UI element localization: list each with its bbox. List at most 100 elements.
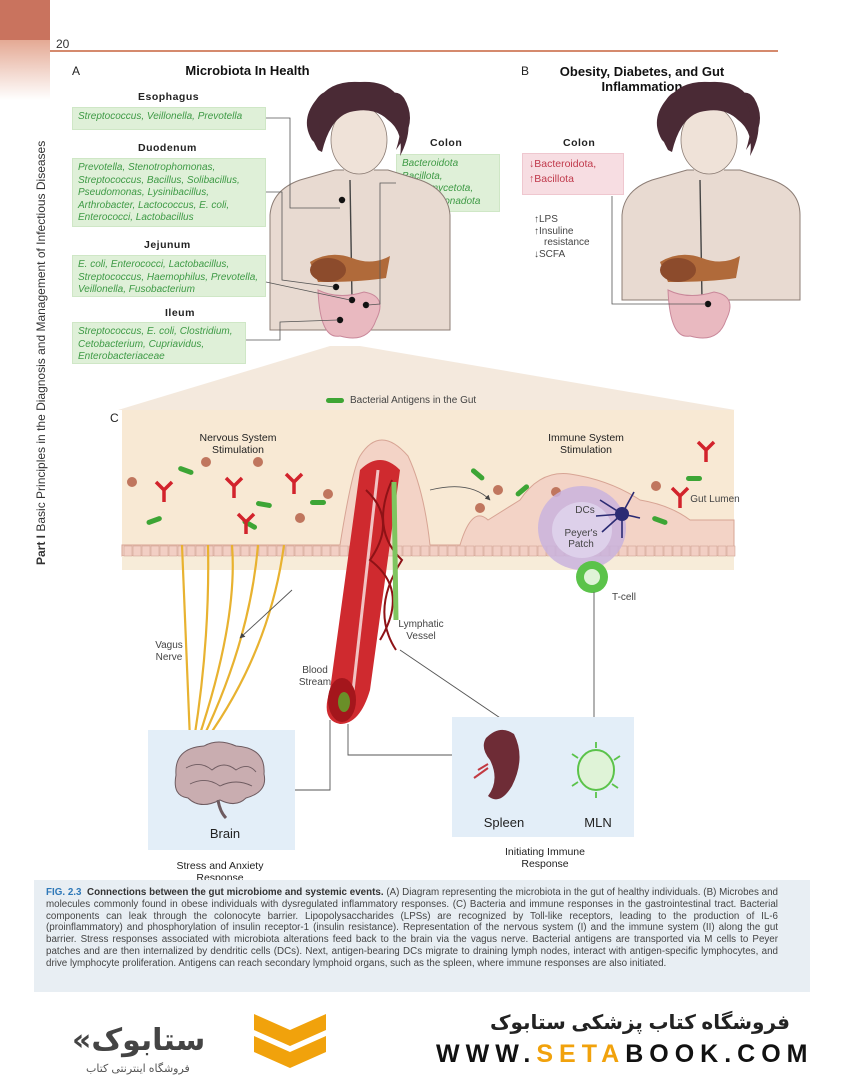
figure-number: FIG. 2.3 [46, 887, 82, 898]
corner-decoration [0, 0, 50, 40]
url-suffix: BOOK.COM [625, 1040, 814, 1068]
epithelial-cell [726, 545, 736, 557]
epithelial-cell [492, 545, 502, 557]
panel-b-letter: B [521, 64, 530, 78]
epithelial-cell [438, 545, 448, 557]
epithelial-cell [402, 545, 412, 557]
dendritic-cell [595, 491, 641, 538]
microbe-particle [201, 457, 211, 467]
epithelial-cell [123, 545, 133, 557]
epithelial-cell [717, 545, 727, 557]
woman-figure-b [621, 81, 801, 339]
lps-molecule [224, 476, 244, 498]
spleen-icon [473, 729, 520, 800]
epithelial-cell [510, 545, 520, 557]
epithelial-cell [654, 545, 664, 557]
epithelial-cell [141, 545, 151, 557]
page-number: 20 [56, 37, 70, 51]
brain-icon [174, 741, 266, 820]
epithelial-cell [627, 545, 637, 557]
jejunum-label: Jejunum [144, 239, 191, 251]
epithelial-cell [465, 545, 475, 557]
epithelial-cell [294, 545, 304, 557]
brain-label: Brain [209, 826, 241, 841]
epithelial-cell [276, 545, 286, 557]
panel-a-leader-lines [246, 117, 396, 341]
bacterial-antigen [515, 484, 530, 497]
bacterial-antigen [146, 516, 162, 525]
epithelial-cell [663, 545, 673, 557]
colon-changes-box: ↓Bacteroidota, ↑Bacillota [522, 153, 624, 195]
svg-text:«ستابوک: «ستابوک [72, 1023, 205, 1058]
microbe-particle [253, 457, 263, 467]
footer-logo-subtitle: فروشگاه اینترنتی کتاب [86, 1063, 190, 1075]
epithelial-cell [690, 545, 700, 557]
bacterial-antigen [470, 468, 485, 481]
lps-molecule [154, 480, 174, 502]
microbe-particle [323, 489, 333, 499]
blood-vessel [326, 460, 404, 724]
colon-change-1: ↓Bacteroidota, [529, 158, 597, 170]
effect-lps: ↑LPS [534, 214, 558, 225]
epithelial-cell [420, 545, 430, 557]
footer-store-name: فروشگاه کتاب پزشکی ستابوک [489, 1012, 790, 1034]
epithelial-cell [483, 545, 493, 557]
epithelial-cell [708, 545, 718, 557]
bacterial-antigen [686, 476, 702, 481]
epithelial-cell [303, 545, 313, 557]
zoom-fan [118, 346, 735, 410]
microbe-particle [493, 485, 503, 495]
epithelial-cell [699, 545, 709, 557]
epithelial-cell [447, 545, 457, 557]
ileum-label: Ileum [165, 307, 195, 319]
antigen-legend-icon [326, 398, 344, 403]
spleen-label: Spleen [483, 815, 525, 830]
metabolic-effects: ↑LPS ↑Insuline resistance ↓SCFA [534, 214, 590, 260]
duodenum-microbes: Prevotella, Stenotrophomonas, Streptococ… [72, 158, 266, 227]
epithelial-cell [528, 545, 538, 557]
footer-url[interactable]: WWW.SETABOOK.COM [436, 1040, 807, 1069]
epithelial-cell [312, 545, 322, 557]
epithelial-cell [321, 545, 331, 557]
effect-insulin: ↑Insuline [534, 225, 574, 237]
vagus-label: Vagus Nerve [155, 640, 183, 663]
colon-label-b: Colon [563, 137, 596, 149]
url-accent: SETA [536, 1040, 626, 1068]
bacterial-antigen [652, 516, 668, 525]
antigen-legend-label: Bacterial Antigens in the Gut [350, 395, 477, 406]
panel-b-leader-line [611, 196, 706, 305]
epithelial-cell [474, 545, 484, 557]
lps-molecule [284, 472, 304, 494]
tcell-label: T-cell [612, 592, 636, 603]
dendritic-cell-body [615, 507, 629, 521]
microbe-particle [475, 503, 485, 513]
panel-b-title: Obesity, Diabetes, and Gut Inflammation [559, 64, 725, 94]
immune-label: Immune System Stimulation [548, 432, 624, 456]
gut-lumen-label: Gut Lumen [690, 494, 740, 505]
lymphatic-label: Lymphatic Vessel [398, 619, 444, 642]
microbe-particle [295, 513, 305, 523]
epithelial-cell [330, 545, 340, 557]
epithelial-cell [672, 545, 682, 557]
epithelial-cell [258, 545, 268, 557]
effect-resistance: resistance [544, 237, 590, 248]
t-cell [576, 561, 608, 593]
esophagus-label: Esophagus [138, 91, 200, 103]
panel-a-letter: A [72, 64, 81, 78]
bacteria-antigens [127, 440, 716, 534]
epithelial-cell [456, 545, 466, 557]
epithelial-cell [168, 545, 178, 557]
vagus-nerve-fibers [180, 544, 286, 741]
panel-c-letter: C [110, 411, 119, 425]
url-prefix: WWW. [436, 1040, 537, 1068]
epithelial-cell [240, 545, 250, 557]
epithelial-cell [159, 545, 169, 557]
epithelial-cell [429, 545, 439, 557]
esophagus-microbes: Streptococcus, Veillonella, Prevotella [72, 107, 266, 130]
jejunum-microbes: E. coli, Enterococci, Lactobacillus, Str… [72, 255, 266, 297]
microbe-particle [127, 477, 137, 487]
figure-title: Connections between the gut microbiome a… [87, 887, 384, 898]
caption-background [34, 880, 810, 992]
epithelial-cell [222, 545, 232, 557]
nervous-label: Nervous System Stimulation [199, 432, 277, 456]
